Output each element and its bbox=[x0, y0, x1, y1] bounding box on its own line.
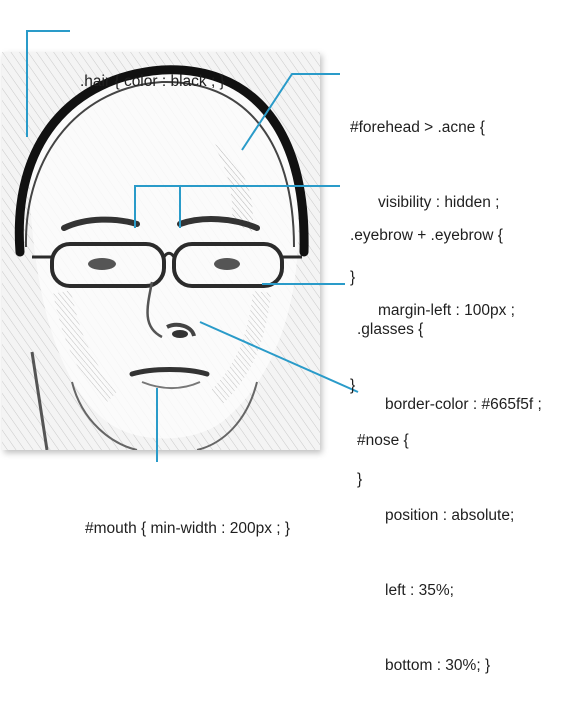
nose-bottom: bottom : 30%; } bbox=[385, 657, 491, 674]
nose-position: position : absolute; bbox=[385, 507, 515, 524]
nose-callout-line bbox=[199, 321, 359, 393]
callout-lines bbox=[26, 30, 359, 462]
acne-annotation: #forehead > .acne { visibility : hidden … bbox=[350, 65, 499, 315]
sketch-portrait bbox=[2, 52, 320, 450]
nose-annotation: #nose { position : absolute; left : 35%;… bbox=[357, 378, 514, 703]
mouth-annotation: #mouth { min-width : 200px ; } bbox=[85, 466, 290, 566]
acne-close-brace: } bbox=[350, 269, 356, 286]
acne-declaration: visibility : hidden ; bbox=[378, 194, 500, 211]
mouth-rule: #mouth { min-width : 200px ; } bbox=[85, 520, 291, 537]
nose-left: left : 35%; bbox=[385, 582, 454, 599]
glasses-selector: .glasses { bbox=[357, 321, 424, 338]
eyebrow-callout-line bbox=[134, 185, 340, 228]
hair-rule: .hair { color : black ; } bbox=[80, 73, 225, 90]
nose-selector: #nose { bbox=[357, 432, 409, 449]
eyebrow-declaration: margin-left : 100px ; bbox=[378, 302, 515, 319]
glasses-declaration: border-color : #665f5f ; bbox=[385, 396, 542, 413]
hair-outline bbox=[14, 65, 309, 257]
eyebrow-annotation: .eyebrow + .eyebrow { margin-left : 100p… bbox=[350, 173, 515, 423]
glasses-close-brace: } bbox=[357, 471, 363, 488]
acne-callout-line bbox=[241, 73, 340, 151]
hair-annotation: .hair { color : black ; } bbox=[80, 19, 225, 119]
acne-selector: #forehead > .acne { bbox=[350, 119, 485, 136]
eyebrow-close-brace: } bbox=[350, 377, 356, 394]
glasses-annotation: .glasses { border-color : #665f5f ; } bbox=[357, 267, 542, 517]
hair-callout-line bbox=[26, 30, 70, 137]
eyebrow-selector: .eyebrow + .eyebrow { bbox=[350, 227, 503, 244]
